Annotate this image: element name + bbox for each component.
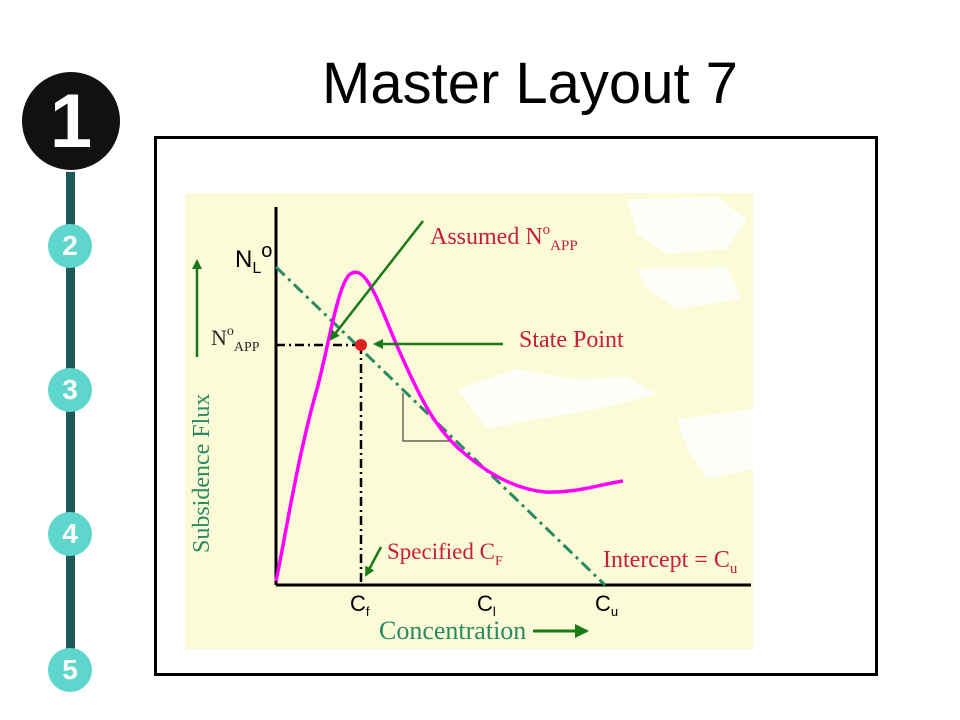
intercept-label: Intercept = Cu (603, 547, 738, 577)
state-point-marker (355, 339, 367, 351)
cl-tick-label: Cl (477, 591, 496, 619)
y-axis-title: Subsidence Flux (189, 394, 215, 553)
step-1-badge[interactable]: 1 (20, 70, 122, 172)
specified-cf-arrow (364, 546, 383, 577)
page-title: Master Layout 7 (322, 51, 738, 116)
flux-curve (274, 270, 624, 582)
specified-cf-label: Specified CF (387, 539, 503, 569)
assumed-napp-label: Assumed NoAPP (430, 222, 578, 254)
x-axis-title: Concentration (379, 616, 526, 645)
step-2-badge[interactable]: 2 (48, 224, 92, 268)
diagram-frame: NLo NoAPP Assumed NoAPP State Point Spec… (154, 136, 878, 676)
cu-tick-label: Cu (595, 591, 618, 619)
step-3-badge[interactable]: 3 (48, 368, 92, 412)
state-point-label: State Point (519, 327, 624, 353)
background-texture (457, 197, 753, 479)
slope-triangle (402, 393, 452, 442)
step-5-badge[interactable]: 5 (48, 648, 92, 692)
step-4-badge[interactable]: 4 (48, 512, 92, 556)
flux-diagram: NLo NoAPP Assumed NoAPP State Point Spec… (185, 193, 753, 649)
nl-label: NLo (235, 240, 272, 277)
assumed-napp-arrow (329, 220, 424, 341)
napp-label: NoAPP (211, 324, 260, 355)
cf-tick-label: Cf (350, 591, 370, 619)
